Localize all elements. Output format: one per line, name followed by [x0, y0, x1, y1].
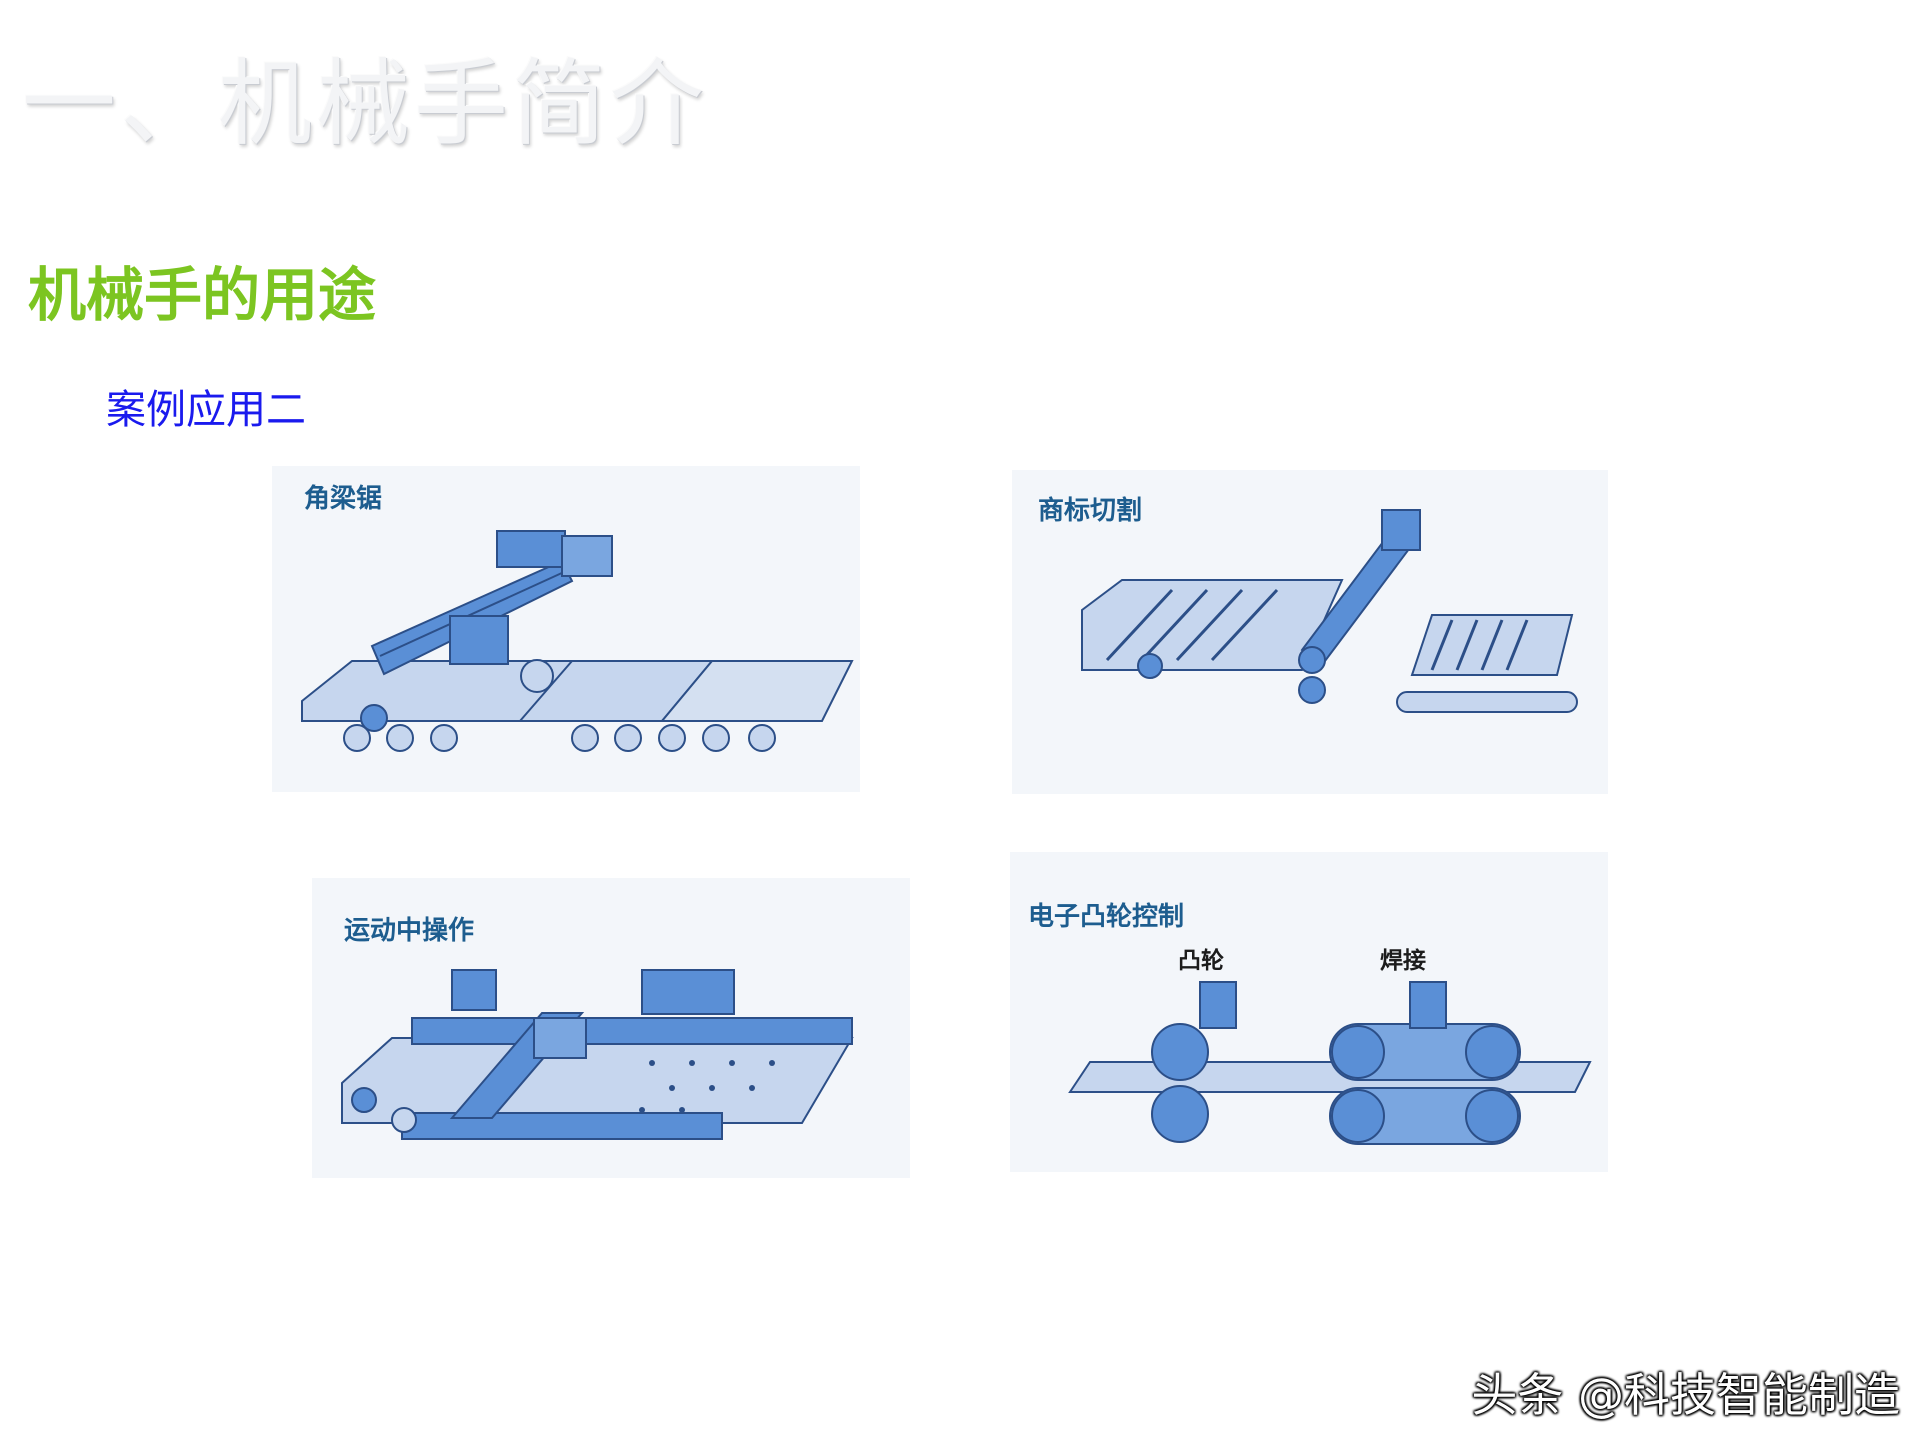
panel-electronic-cam: 电子凸轮控制 凸轮 焊接	[1010, 852, 1608, 1172]
panel-label-angle-beam-saw: 角梁锯	[304, 484, 383, 514]
panel-trademark-cutting: 商标切割	[1012, 470, 1608, 794]
panel-label-operation-in-motion: 运动中操作	[344, 916, 475, 946]
watermark: 头条 @科技智能制造	[1471, 1368, 1900, 1422]
case-label: 案例应用二	[106, 387, 306, 433]
operation-in-motion-illustration	[341, 969, 854, 1140]
panel-operation-in-motion: 运动中操作	[312, 878, 910, 1178]
panel-angle-beam-saw: 角梁锯	[272, 466, 860, 792]
sub-label-cam: 凸轮	[1178, 948, 1224, 974]
panel-label-electronic-cam: 电子凸轮控制	[1028, 902, 1185, 932]
electronic-cam-illustration	[1068, 981, 1592, 1145]
trademark-cutting-illustration	[1081, 509, 1578, 713]
slide-title: 一、机械手简介	[22, 50, 709, 159]
panel-label-trademark-cutting: 商标切割	[1038, 496, 1143, 526]
angle-beam-saw-illustration	[301, 530, 854, 752]
sub-label-weld: 焊接	[1380, 948, 1426, 974]
section-heading: 机械手的用途	[28, 261, 377, 329]
